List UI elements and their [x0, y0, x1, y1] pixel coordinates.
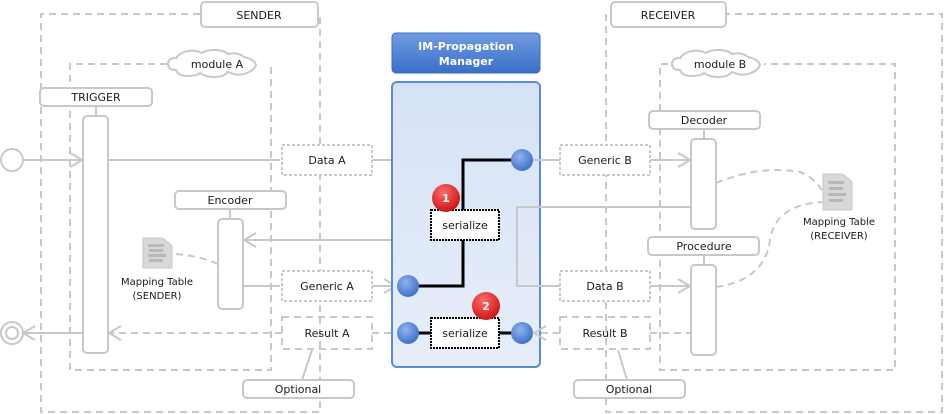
receiver-region: RECEIVER module B Decoder Procedure Gene…: [516, 1, 943, 413]
generic-b-box[interactable]: [559, 144, 651, 176]
data-b-label: Data B: [586, 280, 623, 293]
start-node-icon: [0, 148, 24, 172]
mapping-table-sender-icon: [142, 237, 173, 269]
module-b-boundary: [659, 63, 896, 371]
manager-title-line1: IM-Propagation: [418, 40, 514, 53]
propagation-manager: IM-Propagation Manager serialize 1 seria…: [391, 32, 541, 368]
mapping-table-receiver-label: Mapping Table: [803, 217, 875, 228]
encoder-label: Encoder: [208, 194, 253, 207]
module-a-label: module A: [191, 58, 244, 71]
encoder-lifeline[interactable]: [217, 218, 244, 310]
generic-b-port[interactable]: [511, 149, 533, 171]
trigger-lifeline[interactable]: [82, 115, 109, 354]
mapping-table-sender-sublabel: (SENDER): [133, 291, 182, 302]
result-b-port[interactable]: [511, 322, 533, 344]
data-a-label: Data A: [308, 154, 346, 167]
result-a-label: Result A: [304, 327, 349, 340]
serialize-2-box[interactable]: [430, 317, 500, 349]
sender-title-box: [200, 1, 319, 28]
generic-a-label: Generic A: [300, 280, 354, 293]
receiver-title-box: [610, 1, 727, 28]
generic-a-port[interactable]: [397, 275, 419, 297]
receiver-boundary: [605, 13, 943, 413]
receiver-title: RECEIVER: [641, 9, 696, 22]
generic-a-box[interactable]: [281, 270, 373, 302]
optional-a-label-box: [242, 379, 355, 399]
step-1-badge: [432, 184, 460, 212]
module-a-cloud: [166, 48, 258, 79]
serialize-1-box[interactable]: [430, 209, 500, 241]
serialize-2-label: serialize: [442, 327, 488, 340]
mapping-table-sender-label: Mapping Table: [121, 277, 193, 288]
module-b-label: module B: [694, 58, 746, 71]
result-b-label: Result B: [582, 327, 627, 340]
generic-b-label: Generic B: [578, 154, 632, 167]
decoder-lifeline[interactable]: [690, 138, 717, 230]
step-2-label: 2: [482, 300, 490, 313]
manager-header: [391, 32, 541, 74]
module-a-boundary: [69, 63, 272, 371]
step-1-label: 1: [442, 192, 450, 205]
optional-a-label: Optional: [275, 383, 322, 396]
mapping-table-receiver-icon: [822, 173, 853, 211]
step-2-badge: [472, 292, 500, 320]
sender-title: SENDER: [236, 9, 282, 22]
procedure-label: Procedure: [676, 240, 732, 253]
sender-region: SENDER module A TRIGGER Encoder: [0, 1, 418, 413]
trigger-label: TRIGGER: [70, 91, 121, 104]
mapping-table-receiver-sublabel: (RECEIVER): [810, 231, 868, 242]
optional-b-label-box: [573, 379, 686, 399]
data-b-box[interactable]: [559, 270, 651, 302]
decoder-label: Decoder: [681, 114, 728, 127]
sender-boundary: [40, 13, 321, 413]
serialize-1-label: serialize: [442, 219, 488, 232]
data-a-box[interactable]: [281, 144, 373, 176]
procedure-lifeline[interactable]: [690, 264, 717, 356]
result-a-port[interactable]: [397, 322, 419, 344]
optional-b-label: Optional: [606, 383, 653, 396]
module-b-cloud: [670, 48, 762, 79]
manager-title-line2: Manager: [439, 55, 494, 68]
